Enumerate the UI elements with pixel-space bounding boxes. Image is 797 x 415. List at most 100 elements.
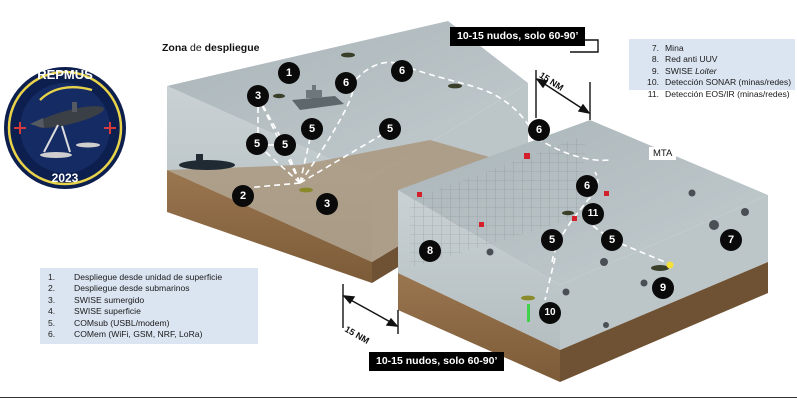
- legend-number: 3.: [48, 294, 56, 305]
- badge-title: REPMUS: [37, 67, 93, 82]
- legend-number: 11.: [647, 88, 659, 99]
- uuv-surface-icon: [341, 52, 355, 58]
- marker: 5: [301, 118, 323, 140]
- marker: 5: [541, 229, 563, 251]
- right-water-side: [560, 195, 768, 350]
- marker: 3: [247, 85, 269, 107]
- mine-icon: [741, 208, 749, 216]
- legend-text: Mina: [665, 43, 684, 53]
- legend-text: SWISE Loiter: [665, 66, 787, 77]
- mine-icon: [486, 248, 494, 256]
- marker: 7: [720, 229, 742, 251]
- marker: 5: [379, 118, 401, 140]
- legend-item: 4. SWISE superficie: [48, 306, 250, 317]
- uuv-surface-icon: [448, 83, 462, 89]
- legend-item: 1. Despliegue desde unidad de superficie: [48, 272, 250, 283]
- mine-icon: [604, 191, 609, 196]
- vessels: [179, 52, 674, 322]
- legend-text: SWISE sumergido: [74, 294, 145, 305]
- legend-number: 7.: [651, 43, 659, 53]
- sonar-beam-icon: [527, 304, 530, 322]
- legend-text: Detección SONAR (minas/redes): [665, 77, 792, 88]
- uuv-submerged-icon: [562, 210, 574, 216]
- legend-number: 5.: [48, 317, 56, 328]
- legend-number: 9.: [651, 65, 659, 76]
- legend-item: 9. SWISE Loiter: [637, 66, 787, 77]
- marker: 5: [601, 229, 623, 251]
- left-seabed-front: [167, 170, 372, 283]
- legend-number: 2.: [48, 283, 56, 294]
- legend-item: 10. Detección SONAR (minas/redes): [637, 77, 791, 88]
- legend-number: 6.: [48, 329, 56, 340]
- legend-number: 8.: [651, 54, 659, 65]
- legend-text: SWISE superficie: [74, 306, 141, 317]
- zone-label-suffix: despliegue: [204, 42, 260, 54]
- legend-right: 7. Mina 8. Red anti UUV 9. SWISE Loiter 10.…: [629, 39, 795, 99]
- legend-text: Despliegue desde submarinos: [74, 283, 190, 294]
- marker: 10: [539, 302, 561, 324]
- legend-item: 2. Despliegue desde submarinos: [48, 283, 250, 294]
- right-block: [398, 120, 768, 382]
- legend-text: Red anti UUV: [665, 54, 718, 65]
- uuv-drone-badge-icon: [30, 86, 105, 158]
- marker: 6: [528, 119, 550, 141]
- left-water-surface: [167, 21, 528, 178]
- marker: 5: [274, 134, 296, 156]
- mine-icon: [640, 279, 648, 287]
- zone-label-prefix: Zona: [162, 42, 188, 54]
- legend-text-main: SWISE: [665, 65, 696, 76]
- right-seabed-side: [560, 262, 768, 382]
- marker: 8: [419, 240, 441, 262]
- speed-label-top: 10-15 nudos, solo 60-90’: [450, 27, 586, 46]
- legend-item: 7. Mina: [637, 43, 787, 54]
- marker: 11: [582, 203, 604, 225]
- loiter-light-icon: [666, 261, 674, 269]
- legend-item: 8. Red anti UUV: [637, 54, 787, 65]
- submarine-icon: [179, 154, 235, 170]
- badge-year: 2023: [52, 171, 79, 185]
- surface-ship-icon: [292, 85, 344, 110]
- legend-item: 5. COMsub (USBL/modem): [48, 318, 250, 329]
- legend-number: 10.: [647, 77, 659, 88]
- mines: [417, 153, 749, 328]
- uuv-loiter-icon: [651, 265, 669, 271]
- legend-text-italic: Loiter: [695, 65, 717, 76]
- legend-text: Detección EOS/IR (minas/redes): [665, 88, 790, 99]
- mine-icon: [524, 153, 530, 159]
- uuv-submerged-icon: [299, 187, 313, 193]
- mine-icon: [603, 322, 609, 328]
- legend-text: Despliegue desde unidad de superficie: [74, 272, 223, 282]
- legend-text: COMem (WiFi, GSM, NRF, LoRa): [74, 329, 203, 340]
- marker: 6: [576, 175, 598, 197]
- repmus-badge: REPMUS 2023: [4, 67, 126, 189]
- marker: 3: [316, 193, 338, 215]
- legend-text: COMsub (USBL/modem): [74, 317, 170, 328]
- left-seabed-top: [167, 140, 528, 262]
- mine-icon: [417, 192, 422, 197]
- mine-icon: [709, 220, 719, 230]
- speed-label-bottom: 10-15 nudos, solo 60-90’: [369, 352, 505, 371]
- uuv-bottom-icon: [521, 295, 535, 301]
- right-seabed-front: [398, 273, 560, 382]
- mine-icon: [600, 258, 608, 266]
- uuv-submerged-icon: [273, 93, 285, 99]
- legend-number: 1.: [48, 272, 56, 282]
- marker: 1: [278, 62, 300, 84]
- bottom-rule: [0, 397, 797, 398]
- legend-item: 11. Detección EOS/IR (minas/redes): [637, 88, 790, 100]
- mta-label: MTA: [649, 147, 677, 160]
- legend-item: 3. SWISE sumergido: [48, 295, 250, 306]
- zone-label: Zona de despliegue: [158, 41, 264, 55]
- marker: 9: [652, 277, 674, 299]
- legend-left: 1.Despliegue desde unidad de superficie …: [40, 268, 258, 344]
- mine-icon: [688, 189, 696, 197]
- distance-indicators: [342, 39, 599, 334]
- marker: 6: [335, 72, 357, 94]
- legend-number: 4.: [48, 306, 56, 317]
- marker: 6: [391, 60, 413, 82]
- mine-icon: [479, 222, 484, 227]
- mine-icon: [562, 288, 570, 296]
- marker: 5: [246, 133, 268, 155]
